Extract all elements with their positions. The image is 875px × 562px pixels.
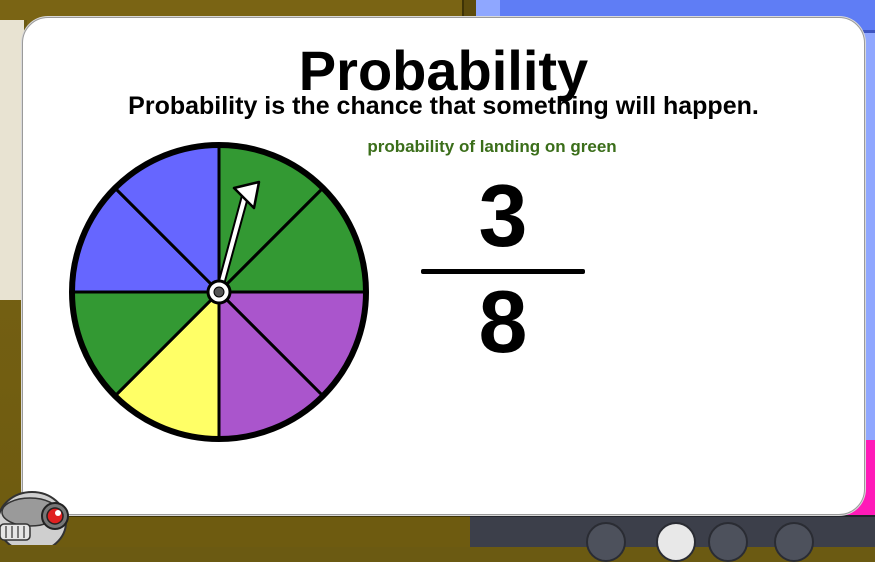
spinner-wheel[interactable] <box>69 142 369 442</box>
fraction-denominator: 8 <box>478 272 528 371</box>
probability-fraction: 3 8 <box>421 168 585 368</box>
robot-helper-icon[interactable] <box>0 474 72 545</box>
background-floor <box>0 515 470 547</box>
toolbar-egg-button[interactable] <box>656 522 696 562</box>
lesson-card: Probability Probability is the chance th… <box>22 17 865 515</box>
toolbar-wheel-button[interactable] <box>586 522 626 562</box>
fraction-numerator: 3 <box>478 166 528 265</box>
lesson-title: Probability <box>298 39 589 102</box>
toolbar-button[interactable] <box>708 522 748 562</box>
lesson-definition: Probability is the chance that something… <box>128 92 759 120</box>
fraction-caption: probability of landing on green <box>367 137 617 156</box>
spinner-rim <box>69 142 369 442</box>
spinner-hub-center <box>213 286 225 298</box>
toolbar-button[interactable] <box>774 522 814 562</box>
fraction-bar <box>421 269 585 274</box>
